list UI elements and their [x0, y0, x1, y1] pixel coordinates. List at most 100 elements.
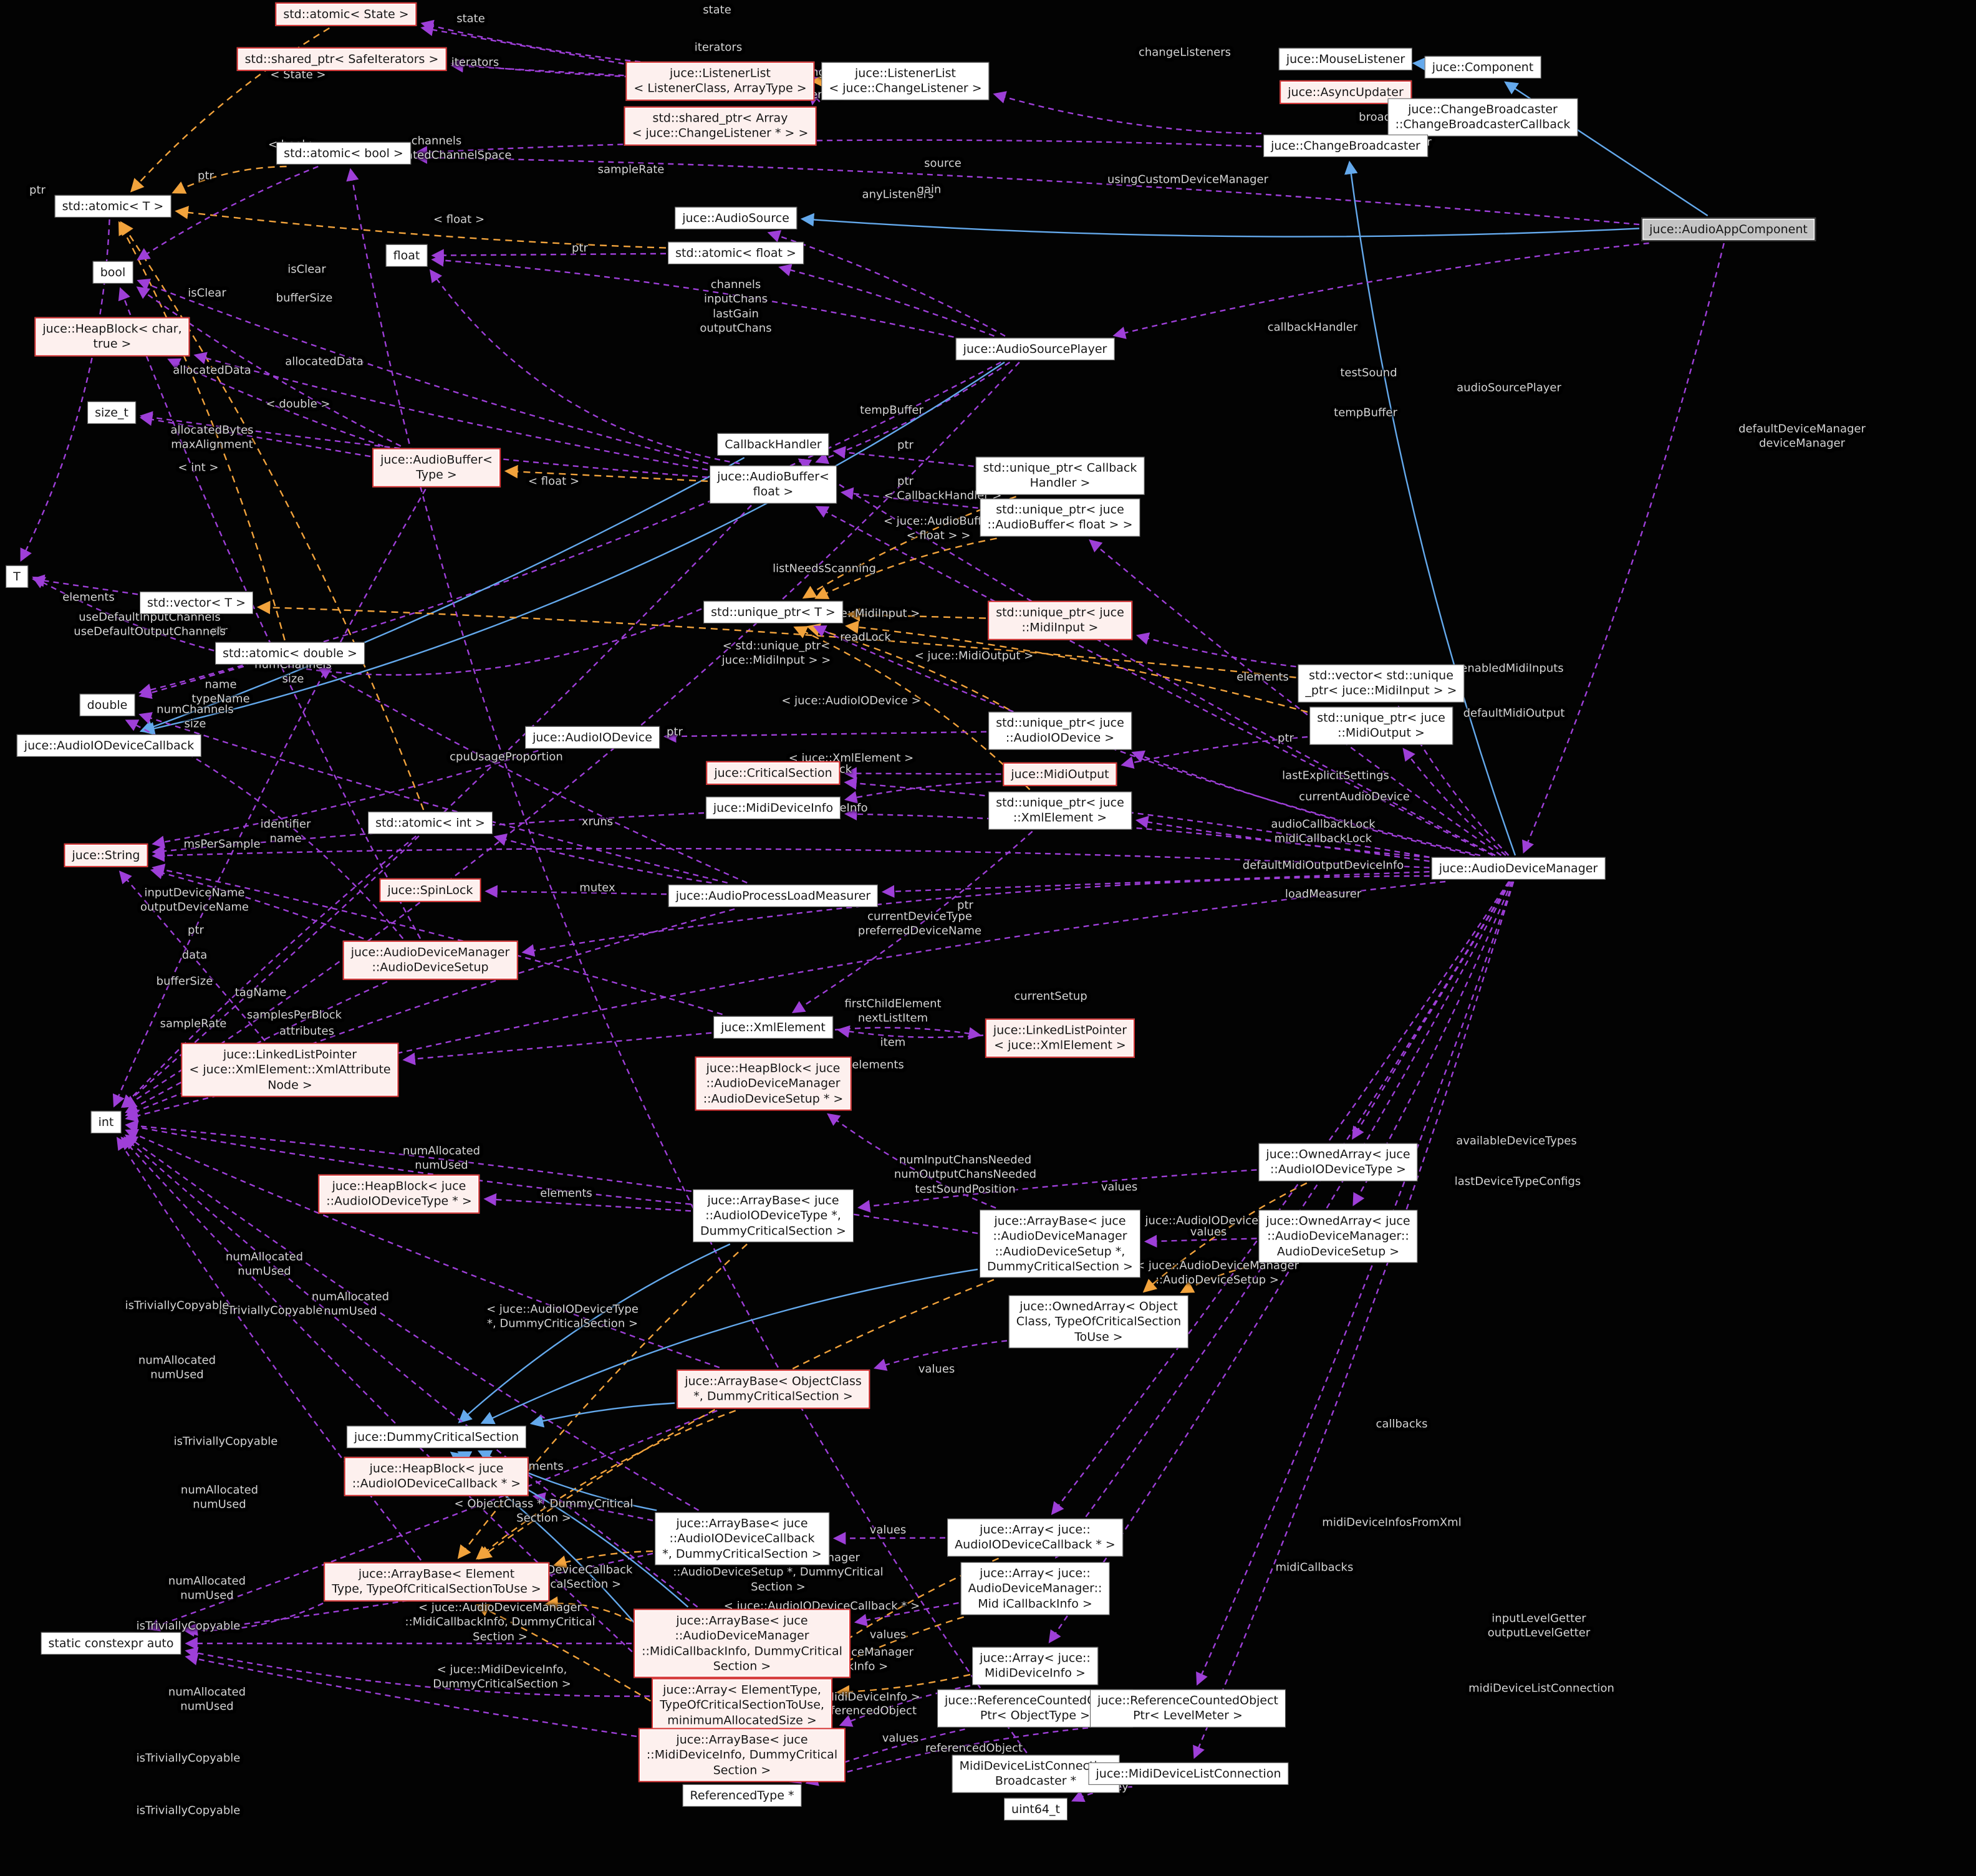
class-node-xmlelement[interactable]: juce::XmlElement — [713, 1016, 833, 1039]
class-node-audiosourceplayer[interactable]: juce::AudioSourcePlayer — [955, 337, 1115, 361]
class-node-uint64[interactable]: uint64_t — [1004, 1797, 1068, 1821]
class-node-mouselistener[interactable]: juce::MouseListener — [1278, 47, 1413, 71]
class-node-uptr_cbh[interactable]: std::unique_ptr< Callback Handler > — [975, 456, 1145, 495]
edge-label-atomic_double-double_node: ptr — [211, 624, 228, 638]
class-node-audiobuffer_type[interactable]: juce::AudioBuffer< Type > — [372, 448, 501, 488]
edge-label-ab_adm_setup-int_node: numAllocated numUsed — [311, 1290, 390, 1318]
edge-label-uptr_cbh-callbackhandler: ptr — [897, 438, 913, 452]
edge-label-audiosourceplayer-audiosource: source — [924, 156, 961, 170]
class-node-ab_adm_setup[interactable]: juce::ArrayBase< juce ::AudioDeviceManag… — [980, 1210, 1140, 1278]
class-node-atomic_state[interactable]: std::atomic< State > — [275, 2, 417, 27]
class-node-hb_adm_setup[interactable]: juce::HeapBlock< juce ::AudioDeviceManag… — [695, 1056, 852, 1111]
edge-adm_setup-to-bool_node — [118, 287, 422, 940]
class-node-uptr_xml[interactable]: std::unique_ptr< juce ::XmlElement > — [988, 791, 1132, 830]
class-node-T_node[interactable]: T — [6, 565, 28, 589]
edge-label-ab_aiodc-int_node: numAllocated numUsed — [180, 1483, 259, 1511]
class-node-reftype[interactable]: ReferencedType * — [682, 1784, 802, 1807]
class-node-oa_adm_setup[interactable]: juce::OwnedArray< juce ::AudioDeviceMana… — [1258, 1210, 1418, 1263]
edge-ab_adm_mci-to-int_node — [123, 1136, 698, 1608]
class-node-uptr_midiinput[interactable]: std::unique_ptr< juce ::MidiInput > — [988, 600, 1132, 640]
class-node-changebroadcaster[interactable]: juce::ChangeBroadcaster — [1263, 134, 1428, 158]
edge-atomic_t-to-T_node — [20, 219, 110, 562]
class-node-audiobuffer_float[interactable]: juce::AudioBuffer< float > — [710, 465, 837, 504]
class-node-uptr_midioutput[interactable]: std::unique_ptr< juce ::MidiOutput > — [1309, 706, 1453, 745]
class-node-atomic_int[interactable]: std::atomic< int > — [368, 811, 493, 835]
edge-label-audiobuffer_float-heapblock_char: allocatedData — [285, 355, 364, 368]
class-node-vector_uptr_mi[interactable]: std::vector< std::unique _ptr< juce::Mid… — [1298, 664, 1465, 703]
class-node-dummycs[interactable]: juce::DummyCriticalSection — [346, 1425, 527, 1449]
class-node-static_auto[interactable]: static constexpr auto — [41, 1632, 181, 1655]
class-node-uptr_ab[interactable]: std::unique_ptr< juce ::AudioBuffer< flo… — [980, 498, 1140, 537]
class-node-juce_string[interactable]: juce::String — [64, 843, 148, 868]
class-node-shared_array_cl[interactable]: std::shared_ptr< Array < juce::ChangeLis… — [624, 106, 817, 146]
class-node-array_adm_mci[interactable]: juce::Array< juce:: AudioDeviceManager::… — [960, 1562, 1110, 1615]
class-node-array_mdi[interactable]: juce::Array< juce:: MidiDeviceInfo > — [972, 1647, 1098, 1685]
class-node-ab_mdi[interactable]: juce::ArrayBase< juce ::MidiDeviceInfo, … — [638, 1728, 846, 1782]
class-node-hb_aiodc[interactable]: juce::HeapBlock< juce ::AudioIODeviceCal… — [344, 1456, 529, 1496]
class-node-audiosource[interactable]: juce::AudioSource — [675, 206, 797, 230]
class-node-loadmeasurer[interactable]: juce::AudioProcessLoadMeasurer — [668, 884, 879, 908]
class-node-ab_iodt[interactable]: juce::ArrayBase< juce ::AudioIODeviceTyp… — [693, 1189, 854, 1243]
class-node-float_node[interactable]: float — [385, 244, 428, 267]
edge-label-ab_adm_mci-int_node: numAllocated numUsed — [168, 1574, 246, 1602]
class-node-heapblock_char[interactable]: juce::HeapBlock< char, true > — [34, 317, 190, 357]
class-node-atomic_bool[interactable]: std::atomic< bool > — [276, 142, 411, 165]
edge-array_mdi-to-array_elem — [836, 1673, 971, 1699]
edge-ab_iodt-to-int_node — [125, 1120, 692, 1205]
class-node-ab_objectclass[interactable]: juce::ArrayBase< ObjectClass *, DummyCri… — [677, 1369, 870, 1409]
edge-label-audiosourceplayer-audiobuffer_float: tempBuffer — [860, 403, 923, 417]
class-node-callbackhandler[interactable]: CallbackHandler — [717, 433, 829, 456]
edge-label-adm-uptr_xml: lastExplicitSettings — [1282, 769, 1389, 782]
class-node-ll_xml[interactable]: juce::LinkedListPointer < juce::XmlEleme… — [985, 1018, 1135, 1058]
edge-ab_objectclass-to-static_auto — [147, 1410, 718, 1632]
class-node-adm[interactable]: juce::AudioDeviceManager — [1431, 857, 1606, 880]
class-node-audio_iodevice[interactable]: juce::AudioIODevice — [525, 726, 660, 749]
edge-label-ab_adm_mci-ab_elem: < juce::AudioDeviceManager ::MidiCallbac… — [405, 1600, 595, 1643]
class-node-bool_node[interactable]: bool — [92, 261, 133, 284]
edge-listenerlist_t-to-shared_safeiterators — [450, 60, 624, 77]
class-node-size_t_node[interactable]: size_t — [87, 401, 136, 425]
class-node-mdlc[interactable]: juce::MidiDeviceListConnection — [1088, 1762, 1289, 1786]
class-node-array_elem[interactable]: juce::Array< ElementType, TypeOfCritical… — [652, 1678, 832, 1733]
edge-label-audioappcomponent-adm: defaultDeviceManager deviceManager — [1738, 422, 1866, 450]
edge-label-adm-loadmeasurer: loadMeasurer — [1284, 887, 1362, 901]
class-node-aiodc[interactable]: juce::AudioIODeviceCallback — [16, 734, 202, 758]
class-node-atomic_float[interactable]: std::atomic< float > — [668, 241, 804, 265]
class-node-midideviceinfo[interactable]: juce::MidiDeviceInfo — [705, 796, 841, 820]
class-node-uptr_aiod[interactable]: std::unique_ptr< juce ::AudioIODevice > — [988, 711, 1132, 750]
class-node-rcop_lm[interactable]: juce::ReferenceCountedObject Ptr< LevelM… — [1090, 1689, 1286, 1728]
edge-vector_T-to-T_node — [31, 574, 138, 595]
class-node-atomic_t[interactable]: std::atomic< T > — [54, 195, 171, 218]
class-node-int_node[interactable]: int — [90, 1110, 122, 1134]
class-node-ab_adm_mci[interactable]: juce::ArrayBase< juce ::AudioDeviceManag… — [634, 1609, 851, 1678]
class-node-uptr_T[interactable]: std::unique_ptr< T > — [703, 600, 843, 624]
edge-adm-to-array_mdi — [1048, 881, 1511, 1643]
class-node-vector_T[interactable]: std::vector< T > — [139, 591, 254, 615]
class-node-spinlock[interactable]: juce::SpinLock — [379, 878, 481, 903]
class-node-array_aiodc[interactable]: juce::Array< juce:: AudioIODeviceCallbac… — [947, 1518, 1123, 1557]
edge-label-ll_xmlattr-juce_string: data — [181, 948, 208, 962]
class-node-double_node[interactable]: double — [79, 693, 135, 717]
class-node-criticalsection[interactable]: juce::CriticalSection — [706, 761, 841, 786]
class-node-listenerlist_cl[interactable]: juce::ListenerList < juce::ChangeListene… — [821, 62, 990, 100]
class-node-cbcallback[interactable]: juce::ChangeBroadcaster ::ChangeBroadcas… — [1387, 98, 1578, 137]
class-node-component[interactable]: juce::Component — [1424, 55, 1541, 79]
class-node-audioappcomponent[interactable]: juce::AudioAppComponent — [1641, 217, 1816, 242]
class-node-shared_safeiterators[interactable]: std::shared_ptr< SafeIterators > — [236, 47, 447, 72]
edge-rcop_lm-to-reftype — [805, 1727, 1089, 1786]
class-node-ab_elem[interactable]: juce::ArrayBase< Element Type, TypeOfCri… — [324, 1562, 549, 1602]
class-node-adm_setup[interactable]: juce::AudioDeviceManager ::AudioDeviceSe… — [342, 940, 518, 980]
edge-label-adm_setup-juce_string: inputDeviceName outputDeviceName — [140, 886, 249, 914]
class-node-oa_iodt[interactable]: juce::OwnedArray< juce ::AudioIODeviceTy… — [1258, 1143, 1418, 1181]
class-node-hb_iodt[interactable]: juce::HeapBlock< juce ::AudioIODeviceTyp… — [318, 1174, 480, 1214]
edge-vector_uptr_mi-to-uptr_midiinput — [1135, 632, 1296, 668]
class-node-ab_aiodc[interactable]: juce::ArrayBase< juce ::AudioIODeviceCal… — [655, 1512, 829, 1566]
class-node-listenerlist_t[interactable]: juce::ListenerList < ListenerClass, Arra… — [625, 61, 815, 101]
class-node-atomic_double[interactable]: std::atomic< double > — [215, 642, 365, 665]
class-node-oa_objectclass[interactable]: juce::OwnedArray< Object Class, TypeOfCr… — [1008, 1295, 1189, 1349]
class-node-ll_xmlattr[interactable]: juce::LinkedListPointer < juce::XmlEleme… — [181, 1042, 399, 1097]
class-node-midioutput[interactable]: juce::MidiOutput — [1003, 762, 1117, 787]
edge-label-atomic_bool-bool_node: ptr — [198, 169, 214, 183]
edge-atomic_double-to-double_node — [138, 665, 244, 699]
